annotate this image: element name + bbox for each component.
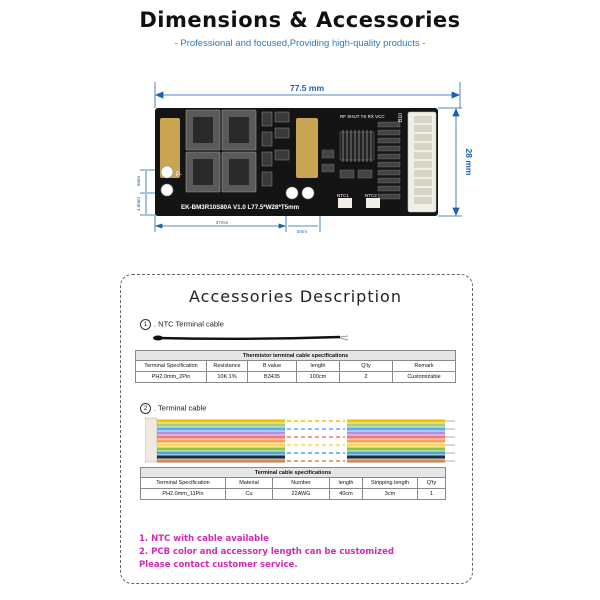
arrow-right-icon [451, 91, 461, 99]
copper-pad-right [296, 118, 318, 178]
board-drawing: P- EK-BM3R10S80A V1.0 L77.5*W28*T5mm RF … [136, 82, 474, 234]
ic-chip [339, 131, 375, 161]
silk-model: EK-BM3R10S80A V1.0 L77.5*W28*T5mm [181, 204, 300, 211]
item-label: . Terminal cable [154, 403, 207, 413]
table-row: PH2.0mm_2Pin 10K 1% B3435 100cm 2 Custom… [135, 371, 456, 383]
note-line: 1. NTC with cable available [139, 534, 269, 544]
mount-hole [301, 186, 315, 200]
item-terminal-cable: 2. Terminal cable [140, 403, 206, 414]
item-ntc-cable: 1. NTC Terminal cable [140, 319, 224, 330]
table-row: PH2.0mm_11Pin Cu 22AWG 40cm 3cm 1 [140, 488, 446, 500]
ntc-connector [338, 198, 352, 208]
length-label: 77.5 mm [290, 83, 324, 93]
arrow-down-icon [452, 207, 460, 217]
copper-pad-left [160, 118, 180, 178]
dim-5mm-label: 5mm [297, 229, 307, 234]
dim-48mm-label: 4.8mm [136, 197, 141, 211]
number-circle-icon: 2 [140, 403, 151, 414]
silk-ntc2: NTC2 [365, 193, 377, 198]
table-title: Thermistor terminal cable specifications [135, 350, 456, 361]
table-header-row: Terminal Specification Resistance B valu… [135, 360, 456, 372]
page-subtitle: - Professional and focused,Providing hig… [174, 38, 426, 49]
silk-b10: B10 [398, 113, 404, 122]
mount-hole [285, 186, 299, 200]
table-title: Terminal cable specifications [140, 467, 446, 478]
ntc-cable-image [153, 335, 349, 341]
accessories-title: Accessories Description [189, 287, 402, 306]
dim-37mm-label: 37mm [216, 220, 229, 225]
terminal-cable-image [145, 417, 455, 463]
mount-hole [160, 165, 174, 179]
silk-pins: RF SHUT TS RX VCC [340, 114, 385, 119]
dim-6mm-label: 6mm [136, 176, 141, 186]
ntc-connector [366, 198, 380, 208]
ntc-spec-table: Thermistor terminal cable specifications… [135, 350, 456, 383]
arrow-up-icon [452, 107, 460, 117]
table-header-row: Terminal Specification Material Number l… [140, 477, 446, 489]
item-label: . NTC Terminal cable [154, 319, 224, 329]
terminal-spec-table: Terminal cable specifications Terminal S… [140, 467, 446, 500]
mount-hole [160, 183, 174, 197]
silk-port: P- [176, 172, 182, 178]
number-circle-icon: 1 [140, 319, 151, 330]
note-line: 2. PCB color and accessory length can be… [139, 547, 394, 557]
note-line: Please contact customer service. [139, 560, 298, 570]
silk-ntc1: NTC1 [337, 193, 349, 198]
width-label: 28 mm [464, 149, 474, 176]
arrow-left-icon [154, 91, 164, 99]
accessories-panel [120, 274, 473, 584]
page-title: Dimensions & Accessories [139, 8, 461, 32]
